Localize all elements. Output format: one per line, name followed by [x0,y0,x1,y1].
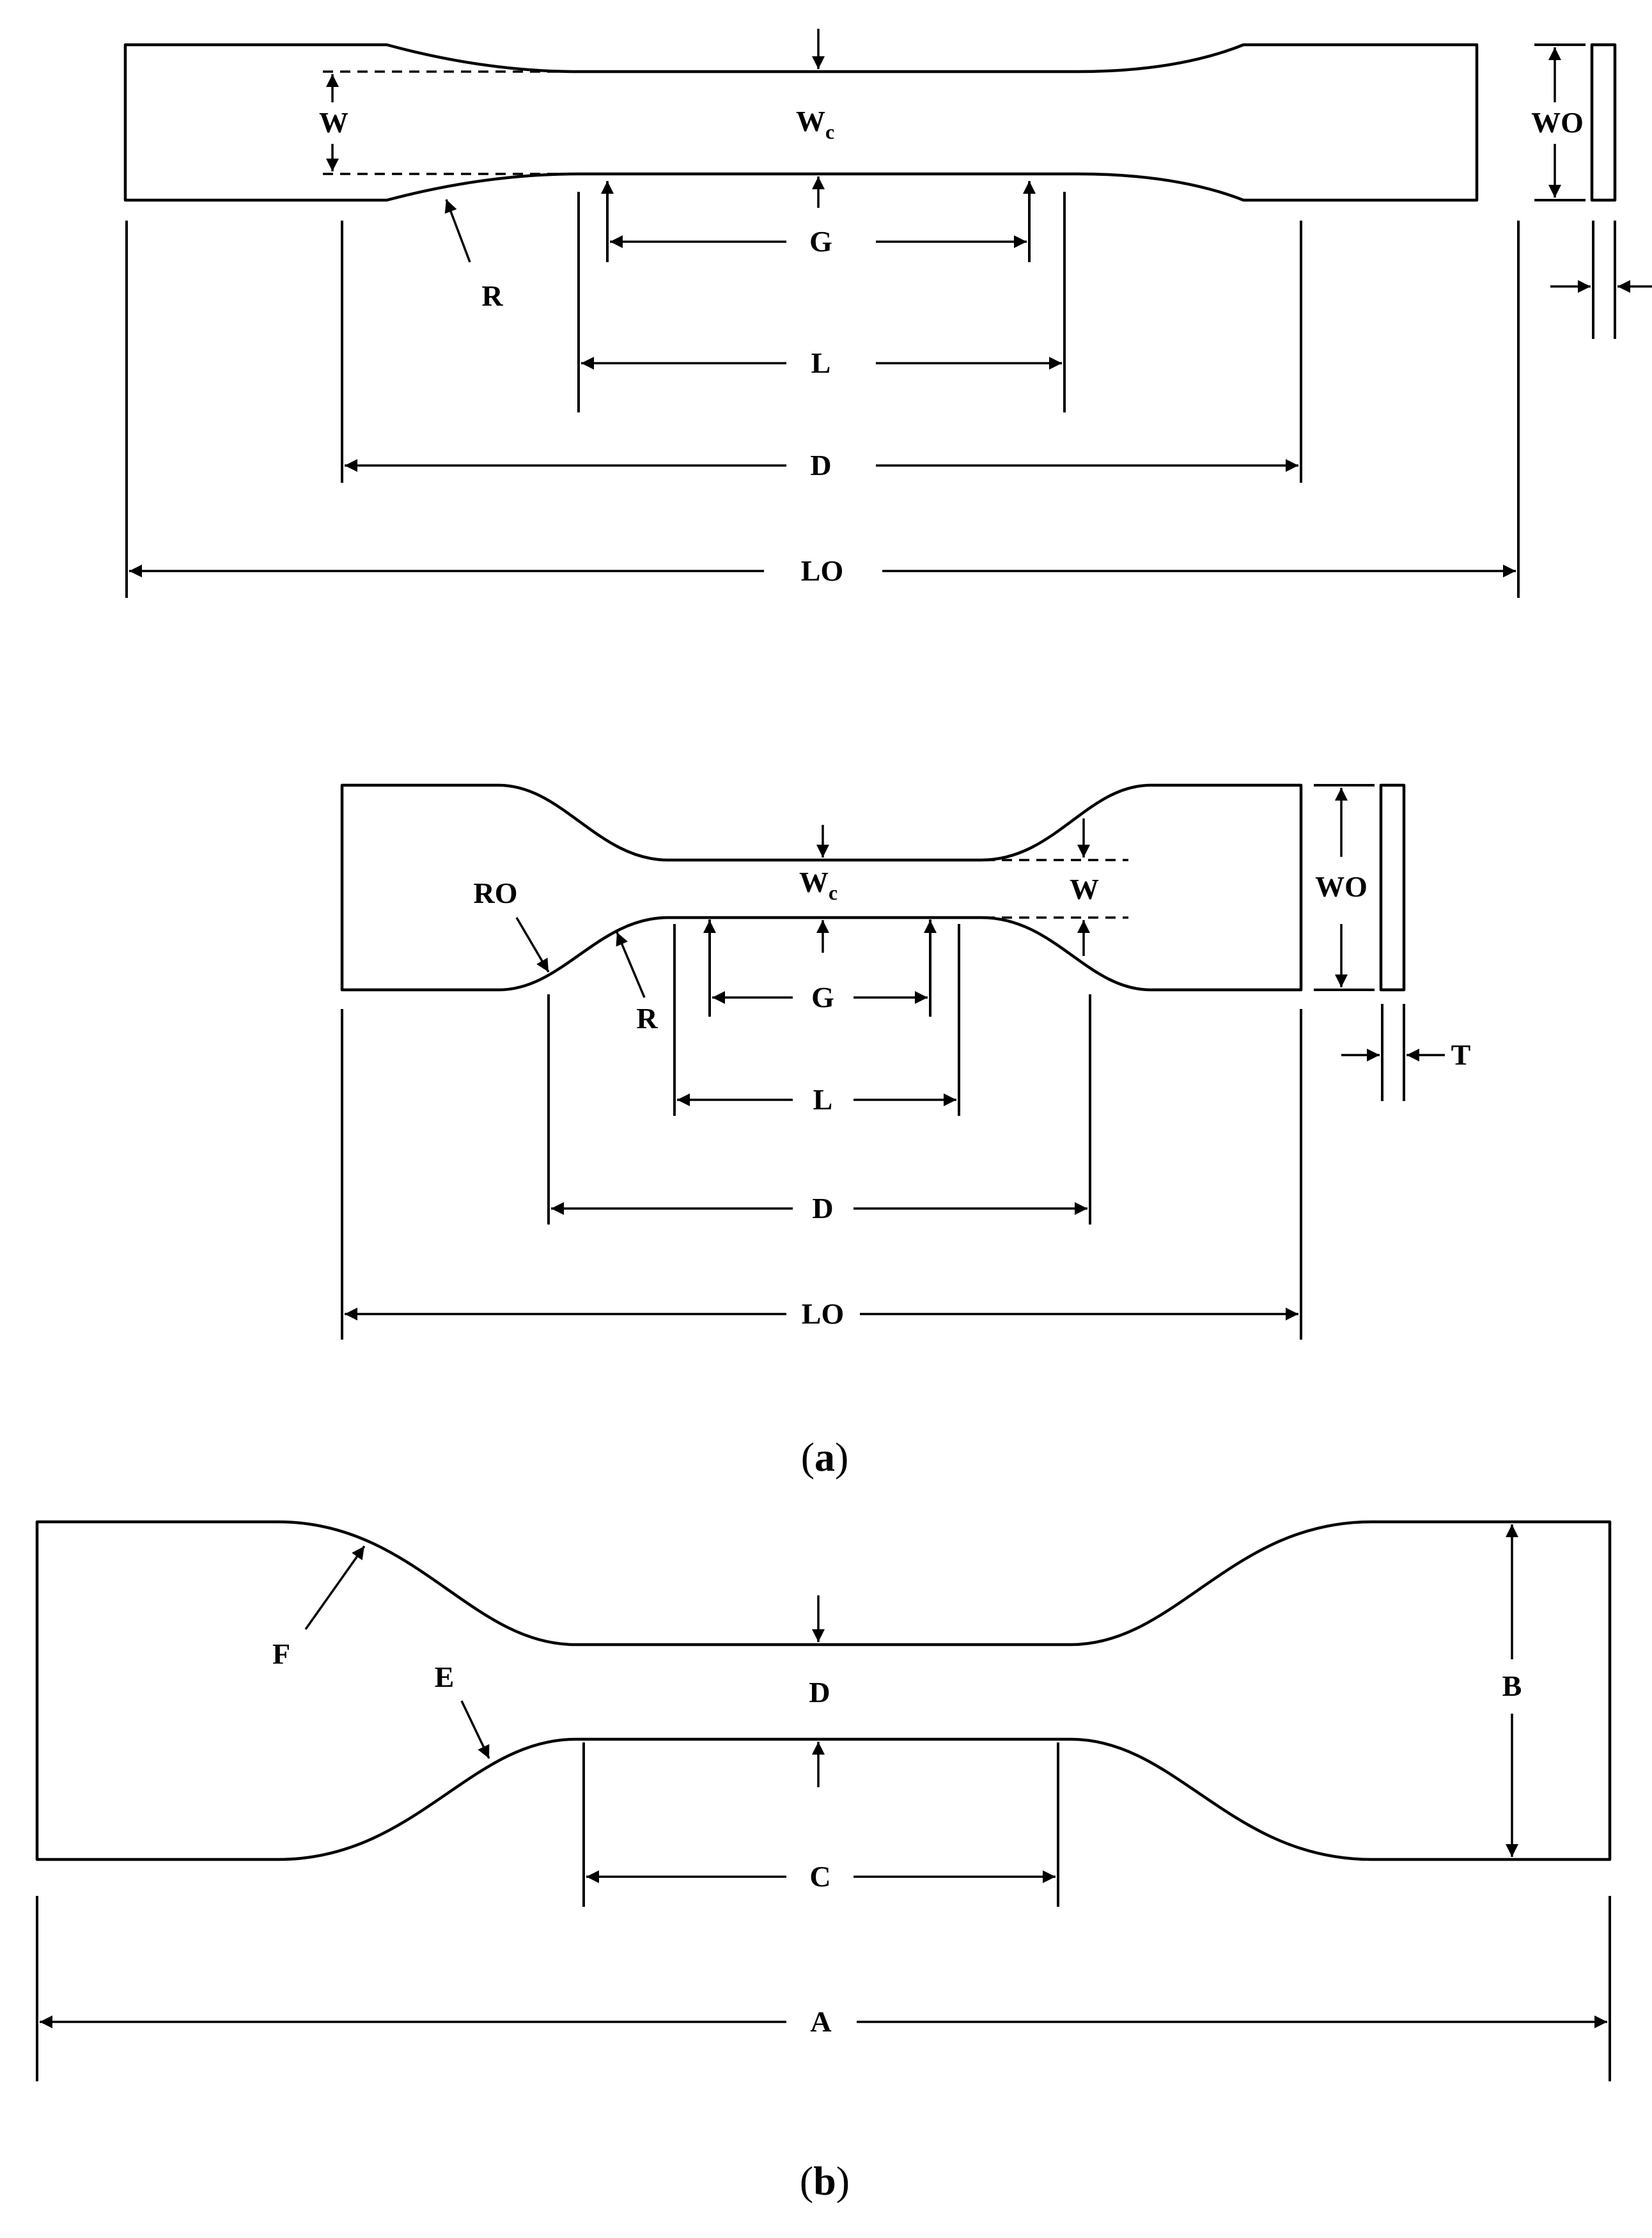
specimen-2: W Wc RO R WO T G [340,783,1471,1340]
specimen-2-d-label: D [812,1192,833,1225]
specimen-1-lo-label: LO [801,554,843,587]
specimen-2-g-label: G [811,981,834,1013]
specimen-3-c-label: C [809,1860,830,1893]
specimen-2-ro-label: RO [474,877,518,909]
specimen-1-wo-label: WO [1531,106,1584,139]
specimen-3-e-label: E [435,1661,455,1693]
caption-b: (b) [800,2158,850,2203]
specimen-1-d-label: D [810,449,831,481]
specimen-2-r-leader [616,932,646,998]
specimen-3-outline [35,1520,1612,1861]
specimen-3-f-label: F [272,1638,290,1670]
specimen-3-e-leader [460,1700,490,1759]
specimen-1-wc-label: Wc [796,105,834,143]
specimen-1-r-leader [444,199,471,263]
specimen-2-wc-label: Wc [799,866,838,904]
specimen-3-d-label: D [809,1676,830,1709]
specimen-2-w-label: W [1070,873,1099,905]
specimen-3: F E D B C A [35,1520,1612,2081]
specimen-2-l-label: L [813,1083,833,1116]
caption-a: (a) [801,1434,849,1480]
specimen-1-g-label: G [809,225,832,258]
specimen-2-lo-label: LO [802,1297,844,1330]
specimen-2-t-label: T [1451,1038,1471,1071]
specimen-3-f-leader [304,1545,366,1631]
specimen-2-outline [340,783,1303,992]
specimen-1-w-label: W [319,106,348,139]
specimen-3-a-label: A [810,2005,831,2038]
specimen-2-side-view [1379,783,1406,992]
specimen-1-l-label: L [811,347,831,379]
specimen-2-r-label: R [636,1002,658,1035]
specimen-3-b-label: B [1502,1670,1522,1702]
specimen-2-ro-leader [515,917,550,973]
specimen-1-r-label: R [481,279,503,312]
specimen-1-side-view [1590,43,1617,202]
specimen-2-wo-label: WO [1315,870,1368,903]
specimen-1: W Wc WO R G L [123,29,1652,598]
specimen-1-outline [123,43,1479,202]
